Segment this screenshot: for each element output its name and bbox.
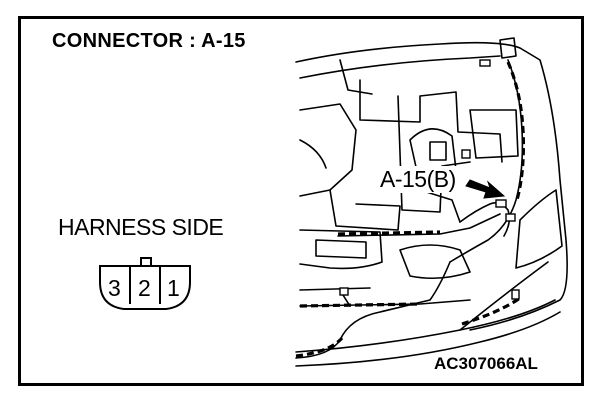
diagram-frame xyxy=(18,16,584,386)
connector-title: CONNECTOR : A-15 xyxy=(52,30,246,52)
pin-1: 1 xyxy=(167,275,180,301)
harness-side-label: HARNESS SIDE xyxy=(58,214,224,240)
figure-code: AC307066AL xyxy=(434,354,538,373)
pin-3: 3 xyxy=(108,275,121,301)
pin-2: 2 xyxy=(138,275,151,301)
connector-callout-label: A-15(B) xyxy=(378,166,458,193)
